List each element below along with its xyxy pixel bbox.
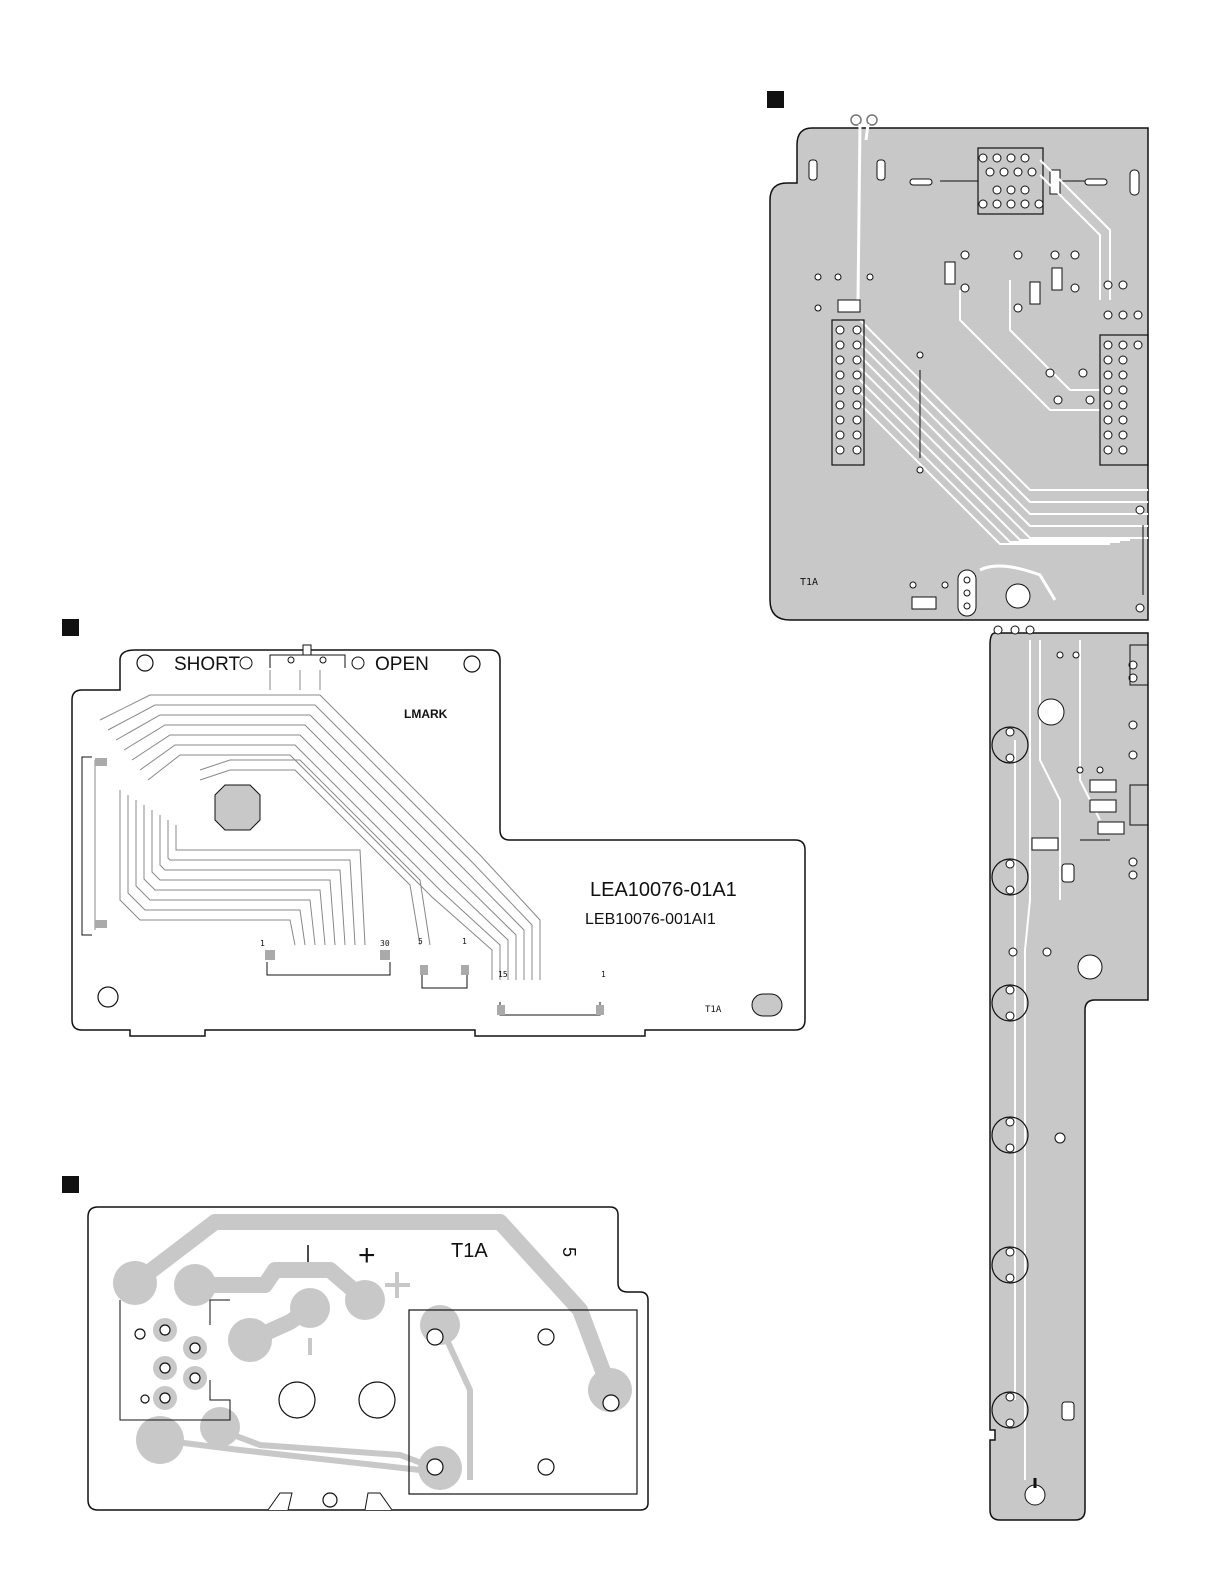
- section-marker: [62, 619, 79, 636]
- logo-mark: LMARK: [404, 707, 448, 721]
- board-middle-left: SHORT OPEN LMARK LEA10076-01A1 LEB10076-…: [62, 619, 805, 1036]
- side-mark: 5: [559, 1247, 579, 1257]
- mounting-hole: [1006, 584, 1030, 608]
- conn15-pin-end: 1: [601, 970, 606, 979]
- conn30-pin-end: 30: [380, 939, 390, 948]
- board-top-right: T1A: [767, 91, 1148, 620]
- board-outline: [990, 633, 1148, 1520]
- mounting-hole: [1078, 955, 1102, 979]
- conn5-pin-start: 5: [418, 937, 423, 946]
- board-right-strip: [990, 626, 1148, 1520]
- board-outline: [770, 128, 1148, 620]
- mounting-hole: [1038, 699, 1064, 725]
- switch-label-short: SHORT: [174, 654, 241, 675]
- conn15-pin-start: 15: [498, 970, 508, 979]
- part-number-1: LEA10076-01A1: [590, 879, 737, 901]
- board-bottom-left: + T1A 5: [62, 1176, 648, 1510]
- board-mark-label: T1A: [800, 577, 818, 588]
- conn5-pin-end: 1: [462, 937, 467, 946]
- section-marker: [62, 1176, 79, 1193]
- board-mark-label: T1A: [451, 1240, 488, 1262]
- plus-mark: +: [358, 1239, 376, 1272]
- conn30-pin-start: 1: [260, 939, 265, 948]
- board-mark-label: T1A: [705, 1005, 722, 1015]
- switch-label-open: OPEN: [375, 654, 429, 675]
- part-number-2: LEB10076-001AI1: [585, 911, 716, 928]
- section-marker: [767, 91, 784, 108]
